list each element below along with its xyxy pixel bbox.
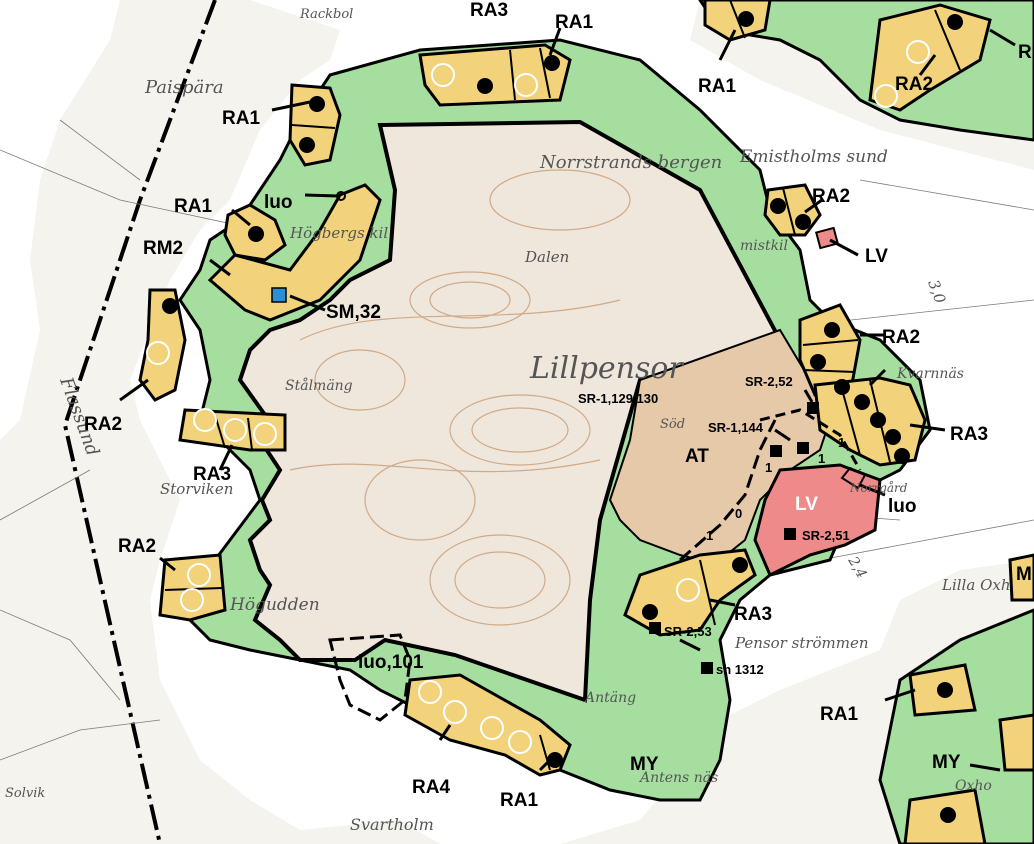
number-1-c: 1	[838, 435, 845, 450]
label-ra1-south: RA1	[500, 790, 538, 811]
border-line	[62, 0, 217, 844]
topo-contours	[289, 169, 631, 626]
number-1-a: 1	[765, 460, 772, 475]
place-solvik: Solvik	[5, 786, 45, 801]
place-antang: Antäng	[583, 690, 636, 706]
planned-building-circles	[146, 40, 930, 754]
plot-dividers	[164, 0, 961, 771]
label-ra1-se: RA1	[820, 704, 858, 725]
label-ra2-sw: RA2	[118, 536, 156, 557]
green-area-southeast	[878, 608, 1034, 844]
zone-labels: RA3 RA1 RA1 RA2 R RA1 RA1 luo RM2 RA2 RA…	[84, 0, 1032, 811]
place-lillpens: Lillpensor	[529, 351, 684, 386]
label-ra2-e: RA2	[812, 186, 850, 207]
place-names: Paispära Norrstrands bergen Emistholms s…	[5, 7, 1010, 834]
label-sh1312: sh 1312	[716, 662, 764, 677]
marker-labels: SM,32 SR-1,129,130 SR-2,52 SR-1,144 SR-2…	[326, 302, 850, 677]
label-at: AT	[685, 446, 709, 467]
industrial-area-lv-small	[815, 226, 839, 250]
label-sr2-51: SR-2,51	[802, 528, 850, 543]
place-kvarnnas: Kvarnnäs	[896, 366, 964, 382]
label-ra2-ne: RA2	[895, 74, 933, 95]
boundary-dashed-1	[679, 419, 777, 562]
label-ra1-nw: RA1	[222, 108, 260, 129]
building-dots	[162, 11, 963, 823]
place-oxho: Oxho	[955, 778, 992, 794]
place-rackbol: Rackbol	[299, 7, 353, 22]
label-lv-main: LV	[795, 494, 818, 515]
place-dalen: Dalen	[524, 248, 569, 266]
number-1-b: 1	[818, 451, 825, 466]
leader-lines	[119, 27, 1016, 772]
luo-area-101	[328, 633, 412, 722]
number-0: 0	[735, 506, 742, 521]
heritage-squares	[649, 402, 819, 674]
number-1-d: 1	[706, 528, 713, 543]
label-sr2-52: SR-2,52	[745, 374, 793, 389]
place-mistkil: mistkil	[740, 238, 788, 254]
label-ra2-w: RA2	[84, 414, 122, 435]
label-sr2-53: SR-2,53	[664, 624, 712, 639]
place-storviken: Storviken	[160, 480, 233, 498]
luo-point-east	[840, 466, 867, 490]
sm-site-marker	[271, 287, 287, 303]
label-ra1-top: RA1	[555, 12, 593, 33]
place-paispara: Paispära	[144, 77, 224, 98]
label-ra3-south: RA3	[734, 604, 772, 625]
place-lilla-ox: Lilla Oxh	[941, 576, 1010, 594]
place-hogbergs: Högbergs kil	[289, 224, 388, 242]
place-norrgard: Norrgård	[849, 480, 908, 495]
protected-core	[237, 119, 783, 703]
label-sm32: SM,32	[326, 302, 381, 323]
label-rm2: RM2	[143, 238, 183, 259]
label-ra1-ne: RA1	[698, 76, 736, 97]
label-luo-101: luo,101	[358, 652, 424, 673]
numeric-labels: 1 1 1 0 1	[706, 435, 845, 543]
place-svartholm: Svartholm	[350, 815, 434, 834]
label-ra1-w: RA1	[174, 196, 212, 217]
place-emistholms: Emistholms sund	[739, 147, 888, 167]
label-sr1-129-130: SR-1,129,130	[578, 391, 658, 406]
label-ra4: RA4	[412, 777, 450, 798]
label-sr1-144: SR-1,144	[708, 420, 764, 435]
label-ra3-w: RA3	[193, 464, 231, 485]
label-lv-north: LV	[865, 246, 888, 267]
place-sod: Söd	[660, 417, 685, 432]
place-norrstrands: Norrstrands bergen	[539, 152, 722, 173]
label-luo-east: luo	[888, 496, 917, 517]
place-hogudden: Högudden	[229, 595, 320, 615]
label-my-se: MY	[932, 752, 961, 773]
place-antens: Antens näs	[638, 770, 718, 786]
label-ra3-east: RA3	[950, 424, 988, 445]
label-luo-north: luo	[264, 192, 293, 213]
label-ra2-east: RA2	[882, 327, 920, 348]
boundary-dashed-2	[759, 408, 862, 471]
label-ra3-top: RA3	[470, 0, 508, 21]
place-stormang: Stålmäng	[285, 377, 353, 394]
label-r-edge: R	[1018, 42, 1032, 63]
label-m-edge: M	[1016, 564, 1032, 585]
place-pensor: Pensor strömmen	[734, 634, 869, 652]
water-west	[0, 0, 120, 440]
label-my-south: MY	[630, 754, 659, 775]
